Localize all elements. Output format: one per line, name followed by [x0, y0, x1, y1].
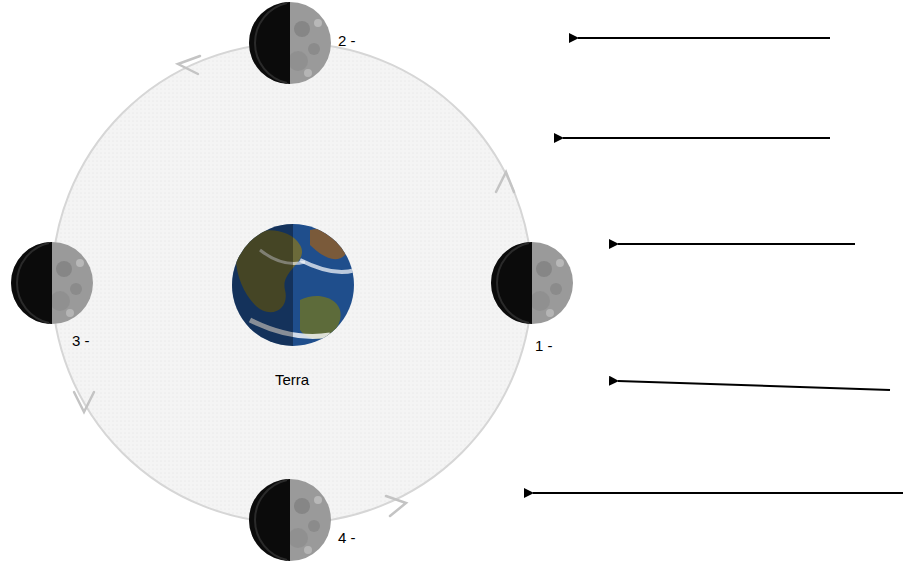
orbit	[52, 43, 532, 523]
callout-number: 2 -	[338, 33, 356, 50]
callout-number: 3 -	[72, 333, 90, 350]
earth-label: Terra	[275, 372, 309, 389]
moons	[11, 2, 573, 561]
orbit-direction	[74, 56, 514, 516]
callout-number: 1 -	[535, 338, 553, 355]
sunlight-arrows	[533, 38, 903, 493]
earth	[232, 224, 355, 346]
callout-number: 4 -	[338, 530, 356, 547]
